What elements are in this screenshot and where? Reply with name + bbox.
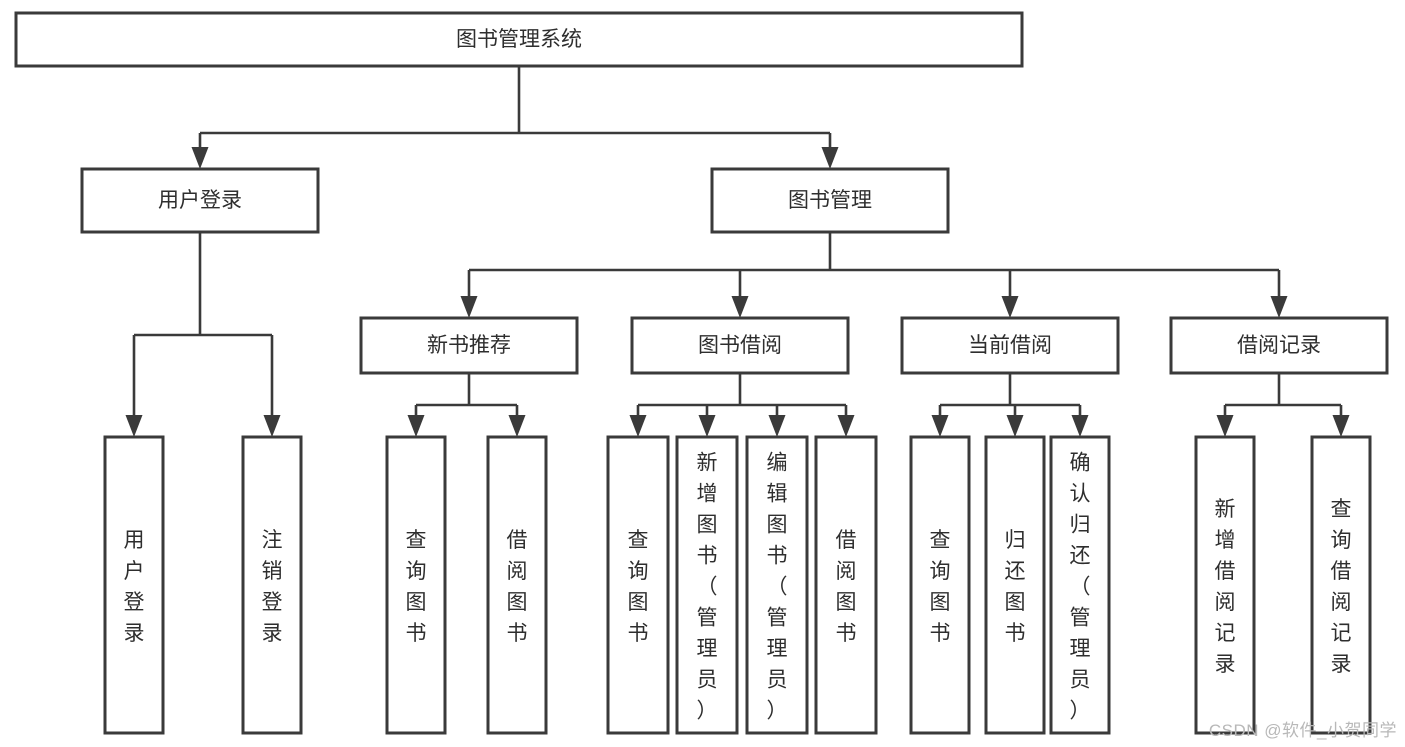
node-box[interactable] [606,435,670,735]
node-box[interactable] [385,435,447,735]
connector-arrowhead [263,415,281,437]
node-borrow-record[interactable]: 借阅记录 [1169,316,1389,375]
node-leaf-edit-book[interactable]: 编辑图书（管理员） [745,435,809,735]
connector-arrowhead [698,415,716,437]
connector-arrowhead [460,296,478,318]
connector-group-book-borrow-to-leaves [629,373,855,437]
connector-arrowhead [1001,296,1019,318]
node-label: 查询图书 [930,529,951,645]
node-box[interactable] [1310,435,1372,735]
node-label: 借阅图书 [836,529,857,645]
node-book-borrow[interactable]: 图书借阅 [630,316,850,375]
node-label: 编辑图书（管理员） [767,452,788,723]
node-box[interactable] [103,435,165,735]
node-leaf-borrow-book[interactable]: 借阅图书 [814,435,878,735]
connector-group-current-borrow-to-leaves [931,373,1089,437]
node-box[interactable] [1049,435,1111,735]
node-box[interactable] [675,435,739,735]
node-label: 注销登录 [262,529,283,645]
node-label: 查询图书 [628,529,649,645]
connector-group-root-to-level2 [191,66,839,169]
connector-arrowhead [731,296,749,318]
connector-arrowhead [191,147,209,169]
connector-arrowhead [1006,415,1024,437]
node-box[interactable] [1169,316,1389,375]
node-root[interactable]: 图书管理系统 [14,11,1024,68]
connector-arrowhead [1071,415,1089,437]
node-label: 查询图书 [406,529,427,645]
node-box[interactable] [241,435,303,735]
node-box[interactable] [710,167,950,234]
connector-group-borrow-record-to-leaves [1216,373,1350,437]
connector-arrowhead [931,415,949,437]
node-box[interactable] [984,435,1046,735]
node-leaf-add-book[interactable]: 新增图书（管理员） [675,435,739,735]
node-box[interactable] [1194,435,1256,735]
node-leaf-query-book-borrow[interactable]: 查询图书 [606,435,670,735]
node-label: 新增图书（管理员） [697,452,718,723]
node-box[interactable] [14,11,1024,68]
node-leaf-borrow-book-recommend[interactable]: 借阅图书 [486,435,548,735]
node-book-manage[interactable]: 图书管理 [710,167,950,234]
node-label: 新书推荐 [427,334,511,357]
connector-arrowhead [768,415,786,437]
node-box[interactable] [814,435,878,735]
node-box[interactable] [900,316,1120,375]
node-leaf-query-book-recommend[interactable]: 查询图书 [385,435,447,735]
connector-arrowhead [407,415,425,437]
connector-group-user-login-to-leaves [125,232,281,437]
connector-arrowhead [508,415,526,437]
node-box[interactable] [80,167,320,234]
connector-arrowhead [1216,415,1234,437]
node-label: 新增借阅记录 [1215,498,1236,676]
connector-group-new-book-recommend-to-leaves [407,373,526,437]
connector-arrowhead [821,147,839,169]
connector-arrowhead [1332,415,1350,437]
node-leaf-user-login[interactable]: 用户登录 [103,435,165,735]
node-label: 图书借阅 [698,334,782,357]
connector-group-book-manage-to-level3 [460,232,1288,318]
node-new-book-recommend[interactable]: 新书推荐 [359,316,579,375]
node-label: 当前借阅 [968,334,1052,357]
connector-arrowhead [125,415,143,437]
node-current-borrow[interactable]: 当前借阅 [900,316,1120,375]
node-label: 归还图书 [1005,529,1026,645]
node-label: 借阅记录 [1237,334,1321,357]
node-leaf-return-book[interactable]: 归还图书 [984,435,1046,735]
connector-layer [125,66,1350,437]
connector-arrowhead [629,415,647,437]
node-label: 图书管理系统 [456,28,582,51]
node-leaf-user-logout[interactable]: 注销登录 [241,435,303,735]
node-label: 查询借阅记录 [1331,498,1352,676]
node-box[interactable] [909,435,971,735]
node-leaf-query-book-current[interactable]: 查询图书 [909,435,971,735]
node-label: 用户登录 [124,529,145,645]
node-box[interactable] [630,316,850,375]
node-label: 确认归还（管理员） [1070,452,1091,723]
watermark-label: CSDN @软件_小贺同学 [1208,721,1397,740]
node-leaf-confirm-return[interactable]: 确认归还（管理员） [1049,435,1111,735]
node-label: 借阅图书 [507,529,528,645]
connector-arrowhead [1270,296,1288,318]
node-box[interactable] [486,435,548,735]
node-leaf-add-borrow-record[interactable]: 新增借阅记录 [1194,435,1256,735]
node-leaf-query-borrow-record[interactable]: 查询借阅记录 [1310,435,1372,735]
node-user-login[interactable]: 用户登录 [80,167,320,234]
node-label: 图书管理 [788,189,872,212]
node-box[interactable] [359,316,579,375]
connector-arrowhead [837,415,855,437]
node-box[interactable] [745,435,809,735]
node-label: 用户登录 [158,189,242,212]
